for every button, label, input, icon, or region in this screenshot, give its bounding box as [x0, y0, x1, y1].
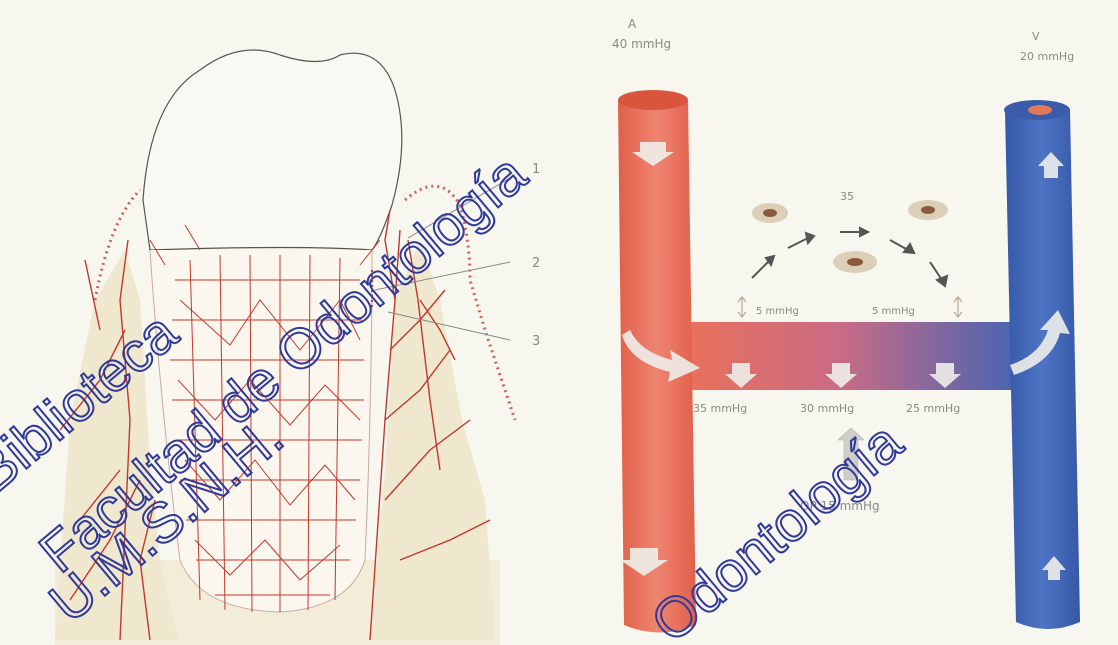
capillary-pressure-2: 30 mmHg — [800, 402, 854, 415]
venous-pressure: 20 mmHg — [1020, 50, 1074, 63]
artery-opening — [618, 90, 688, 110]
interstitial-cells — [752, 200, 948, 273]
interstitial-pressure: 35 — [840, 190, 854, 203]
venous-label: V — [1032, 30, 1040, 43]
right-pressure-drop: 5 mmHg — [872, 306, 915, 317]
capillary-pressure-3: 25 mmHg — [906, 402, 960, 415]
callout-1-label: 1 — [532, 162, 540, 177]
arterial-label: A — [628, 17, 637, 31]
vein-lumen-highlight — [1028, 105, 1052, 115]
capillary-pressure-1: 35 mmHg — [693, 402, 747, 415]
arterial-pressure: 40 mmHg — [612, 37, 671, 51]
callout-2-label: 2 — [532, 256, 540, 271]
callout-3-label: 3 — [532, 334, 540, 349]
tooth-crown — [143, 50, 402, 250]
vessel-diagram: A 40 mmHg V 20 mmHg 35 5 mmHg 5 mmHg 35 … — [612, 17, 1080, 633]
left-pressure-drop: 5 mmHg — [756, 306, 799, 317]
